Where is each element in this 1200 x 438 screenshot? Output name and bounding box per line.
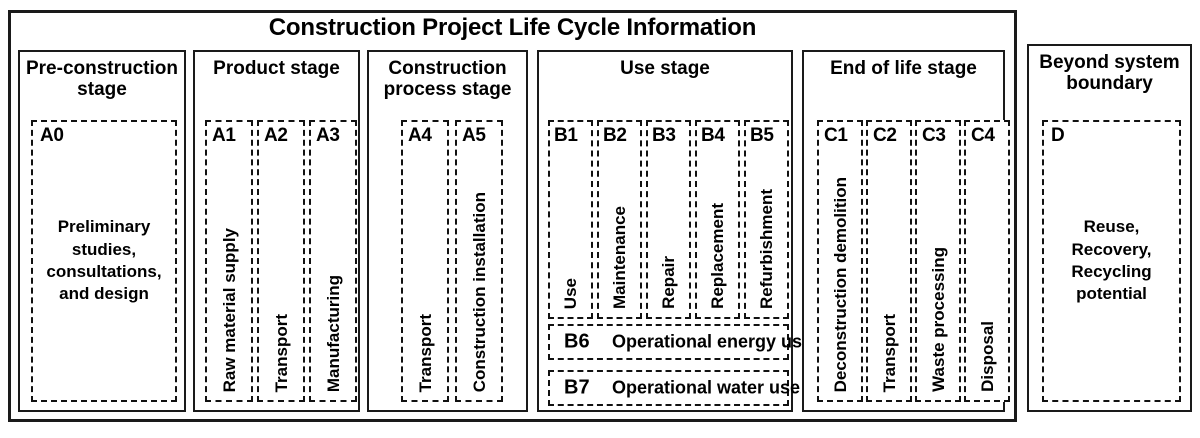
stage-title-end-of-life: End of life stage [830, 58, 977, 79]
module-B1[interactable]: B1 Use [548, 120, 593, 319]
module-label-A2: Transport [271, 313, 291, 392]
stage-title-pre-construction: Pre-construction stage [25, 58, 179, 101]
stage-use: Use stage B1 Use B2 Maintenance B3 Repai… [537, 50, 812, 412]
module-code-A2: A2 [264, 125, 288, 146]
module-C2[interactable]: C2 Transport [866, 120, 912, 402]
module-label-B2: Maintenance [610, 206, 629, 309]
stage-product: Product stage A1 Raw material supply A2 … [193, 50, 360, 412]
module-code-A1: A1 [212, 125, 236, 146]
module-label-A5: Construction installation [469, 191, 489, 392]
module-code-B4: B4 [701, 125, 725, 146]
module-B5[interactable]: B5 Refurbishment [744, 120, 789, 319]
module-label-A3: Manufacturing [323, 274, 343, 392]
stage-construction-process: Construction process stage A4 Transport … [367, 50, 528, 412]
module-A3[interactable]: A3 Manufacturing [309, 120, 357, 402]
module-C3[interactable]: C3 Waste processing [915, 120, 961, 402]
module-code-D: D [1051, 125, 1065, 146]
stage-end-of-life: End of life stage C1 Deconstruction demo… [802, 50, 1010, 412]
module-code-A4: A4 [408, 125, 432, 146]
stage-beyond-system-boundary: Beyond system boundary D Reuse, Recovery… [1027, 44, 1192, 412]
module-B4[interactable]: B4 Replacement [695, 120, 740, 319]
module-code-A3: A3 [316, 125, 340, 146]
module-code-B1: B1 [554, 125, 578, 146]
module-B7[interactable]: B7 Operational water use [548, 370, 800, 406]
module-label-A0: Preliminary studies, consultations, and … [46, 217, 162, 304]
module-label-C4: Disposal [977, 321, 997, 392]
module-label-C3: Waste processing [928, 247, 948, 392]
module-label-C2: Transport [879, 313, 899, 392]
module-label-A1: Raw material supply [219, 227, 239, 392]
module-code-B2: B2 [603, 125, 627, 146]
module-A2[interactable]: A2 Transport [257, 120, 305, 402]
module-label-B4: Replacement [708, 203, 727, 309]
stage-title-construction-process: Construction process stage [383, 58, 512, 101]
module-code-B6: B6 [564, 330, 590, 353]
module-code-C3: C3 [922, 125, 946, 146]
stage-title-product: Product stage [213, 58, 340, 79]
module-code-C4: C4 [971, 125, 995, 146]
module-B2[interactable]: B2 Maintenance [597, 120, 642, 319]
module-label-B1: Use [561, 277, 580, 309]
module-A0[interactable]: A0 Preliminary studies, consultations, a… [31, 120, 177, 402]
module-A4[interactable]: A4 Transport [401, 120, 449, 402]
module-code-C2: C2 [873, 125, 897, 146]
module-B3[interactable]: B3 Repair [646, 120, 691, 319]
module-label-B5: Refurbishment [757, 189, 776, 309]
module-code-B7: B7 [564, 376, 590, 399]
module-label-D: Reuse, Recovery, Recycling potential [1071, 217, 1152, 304]
diagram-title: Construction Project Life Cycle Informat… [268, 14, 757, 41]
module-label-B3: Repair [659, 256, 678, 309]
module-B6[interactable]: B6 Operational energy use [548, 324, 812, 360]
module-code-B5: B5 [750, 125, 774, 146]
stage-title-beyond-system-boundary: Beyond system boundary [1039, 52, 1180, 95]
module-code-C1: C1 [824, 125, 848, 146]
module-C4[interactable]: C4 Disposal [964, 120, 1010, 402]
module-code-A5: A5 [462, 125, 486, 146]
stage-title-use: Use stage [620, 58, 710, 79]
module-A1[interactable]: A1 Raw material supply [205, 120, 253, 402]
module-C1[interactable]: C1 Deconstruction demolition [817, 120, 863, 402]
module-label-B7: Operational water use [612, 377, 801, 398]
module-A5[interactable]: A5 Construction installation [455, 120, 503, 402]
module-label-A4: Transport [415, 313, 435, 392]
module-label-B6: Operational energy use [612, 331, 813, 352]
module-label-C1: Deconstruction demolition [830, 176, 850, 392]
module-code-B3: B3 [652, 125, 676, 146]
stage-pre-construction: Pre-construction stage A0 Preliminary st… [18, 50, 186, 412]
module-D[interactable]: D Reuse, Recovery, Recycling potential [1042, 120, 1181, 402]
module-code-A0: A0 [40, 125, 64, 146]
